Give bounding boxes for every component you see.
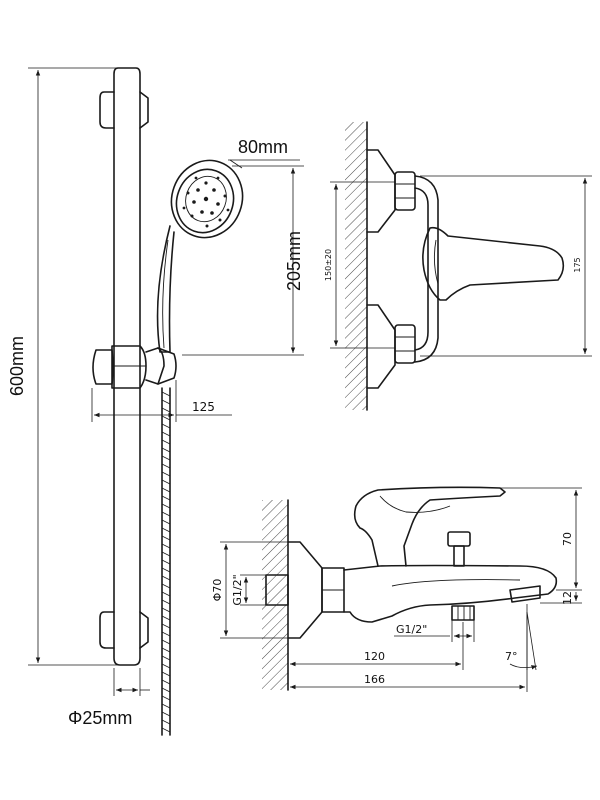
body-height-label: 70: [561, 532, 574, 546]
spout-length-label: 166: [364, 673, 385, 686]
rail-diameter-label: Φ25mm: [68, 708, 132, 728]
outlet-thread-dimension: G1/2": [394, 620, 475, 642]
head-diameter-label: 80mm: [238, 137, 288, 157]
spout-angle-dimension: 7°: [505, 611, 538, 671]
body-height-dimension: 70: [500, 487, 582, 591]
inlet-thread-label: G1/2": [231, 574, 244, 605]
nozzle-pattern: [182, 176, 230, 228]
inlet-spacing-label: 150±20: [324, 249, 333, 281]
flange-diameter-label: Φ70: [211, 579, 224, 602]
inlet-thread-dimension: G1/2": [231, 574, 266, 606]
hand-shower: [156, 159, 244, 353]
arm-length-label: 125: [192, 400, 215, 414]
slider-holder: [92, 345, 177, 389]
spout-length-dimension: 166: [290, 604, 528, 692]
arm-length-dimension: 125: [91, 380, 232, 422]
rail-diameter-dimension: Φ25mm: [68, 668, 150, 728]
head-height-dimension: 205mm: [182, 165, 304, 356]
wall-section: [345, 122, 367, 410]
head-height-label: 205mm: [284, 231, 304, 291]
flange-diameter-dimension: Φ70: [211, 541, 296, 639]
depth-dimension: 175: [420, 175, 592, 357]
spout-angle-label: 7°: [505, 650, 518, 663]
spout-height-dimension: 12: [540, 591, 582, 605]
mixer-top-view: 150±20 175: [324, 121, 592, 411]
mixer-side-view: 70 12 Φ70 G1/2" G1/2": [211, 486, 582, 692]
height-dimension: 600mm: [7, 67, 122, 666]
slide-rail: [99, 67, 149, 666]
depth-label: 175: [573, 257, 582, 272]
spout-height-label: 12: [561, 591, 574, 605]
outlet-thread-label: G1/2": [396, 623, 427, 636]
shower-set-view: 600mm: [7, 67, 304, 736]
shower-hose: [161, 387, 171, 736]
head-diameter-dimension: 80mm: [228, 137, 300, 169]
inlet-spacing-dimension: 150±20: [324, 181, 395, 349]
height-label: 600mm: [7, 336, 27, 396]
outlet-distance-dimension: 120: [290, 622, 464, 670]
outlet-distance-label: 120: [364, 650, 385, 663]
